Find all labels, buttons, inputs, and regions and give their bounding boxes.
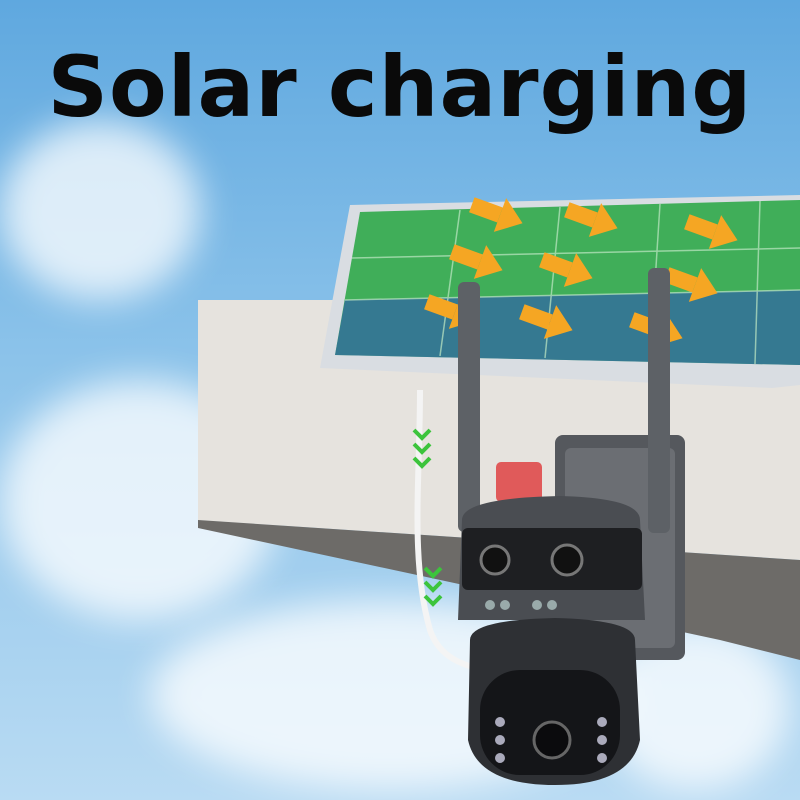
ir-leds: [485, 600, 557, 610]
dome-lens: [532, 720, 572, 760]
dome-leds: [495, 717, 607, 763]
headline: Solar charging: [47, 38, 753, 136]
antenna-right: [648, 268, 670, 533]
cloud: [0, 120, 200, 300]
antenna-left: [458, 282, 480, 532]
red-knob: [496, 462, 542, 502]
chevron-down-icon: [412, 428, 443, 607]
camera-lens: [479, 543, 584, 577]
cable: [414, 389, 501, 673]
